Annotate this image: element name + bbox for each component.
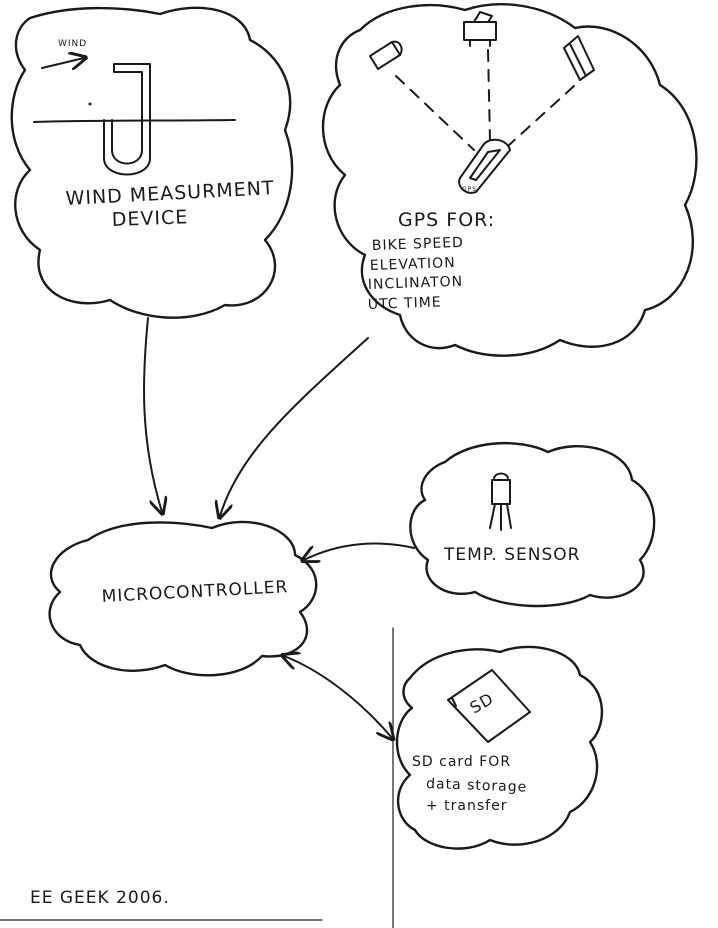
wind-measurement-node: WIND WIND MEASURMENT DEVICE bbox=[10, 6, 294, 319]
wind-title-line2: DEVICE bbox=[111, 206, 188, 231]
gps-item-bike-speed: BIKE SPEED bbox=[372, 235, 465, 254]
temp-cloud-outline bbox=[409, 442, 656, 608]
arrow-gps-to-micro bbox=[220, 337, 369, 516]
gps-node: GPS GPS FOR: BIKE SPEED ELEVATION INCLIN… bbox=[321, 3, 698, 357]
sd-card-icon: SD bbox=[447, 669, 531, 743]
gps-device-icon: GPS bbox=[458, 138, 511, 194]
gps-item-utc-time: UTC TIME bbox=[368, 294, 442, 313]
wind-ground-line bbox=[33, 119, 236, 123]
satellite-icon-left bbox=[369, 40, 403, 70]
gps-item-inclination: INCLINATON bbox=[368, 274, 464, 293]
signal-line-left bbox=[395, 75, 475, 151]
arrow-micro-sd-bidirectional bbox=[284, 656, 392, 738]
sd-line-2: data storage bbox=[426, 776, 528, 796]
sd-line-1: SD card FOR bbox=[412, 754, 511, 770]
arrow-wind-to-micro bbox=[143, 317, 162, 512]
svg-text:GPS: GPS bbox=[462, 186, 477, 193]
signal-line-right bbox=[507, 85, 575, 147]
wind-title-line1: WIND MEASURMENT bbox=[65, 177, 275, 210]
temp-title: TEMP. SENSOR bbox=[443, 545, 580, 565]
gps-item-elevation: ELEVATION bbox=[370, 255, 456, 274]
gps-title: GPS FOR: bbox=[398, 209, 495, 231]
temp-sensor-node: TEMP. SENSOR bbox=[409, 442, 656, 608]
wind-direction-arrow bbox=[41, 58, 84, 68]
microcontroller-node: MICROCONTROLLER bbox=[48, 520, 318, 677]
svg-text:SD: SD bbox=[467, 689, 498, 718]
wind-arrow-label: WIND bbox=[58, 39, 87, 49]
gps-cloud-outline bbox=[321, 3, 698, 357]
arrow-temp-to-micro bbox=[304, 542, 415, 560]
sd-card-node: SD SD card FOR data storage + transfer bbox=[395, 645, 604, 850]
satellite-icon-right bbox=[563, 35, 595, 81]
sd-line-3: + transfer bbox=[426, 798, 507, 814]
sd-cloud-outline bbox=[395, 645, 604, 850]
micro-cloud-outline bbox=[48, 520, 318, 677]
wind-sensor-dot bbox=[88, 102, 92, 106]
satellite-icon-center bbox=[463, 11, 497, 47]
signature-text: EE GEEK 2006. bbox=[30, 888, 170, 908]
micro-title: MICROCONTROLLER bbox=[101, 577, 289, 607]
wind-sensor-icon bbox=[103, 63, 151, 176]
temp-sensor-icon bbox=[489, 472, 512, 531]
signal-line-center bbox=[487, 49, 491, 141]
wind-cloud-outline bbox=[10, 6, 294, 319]
